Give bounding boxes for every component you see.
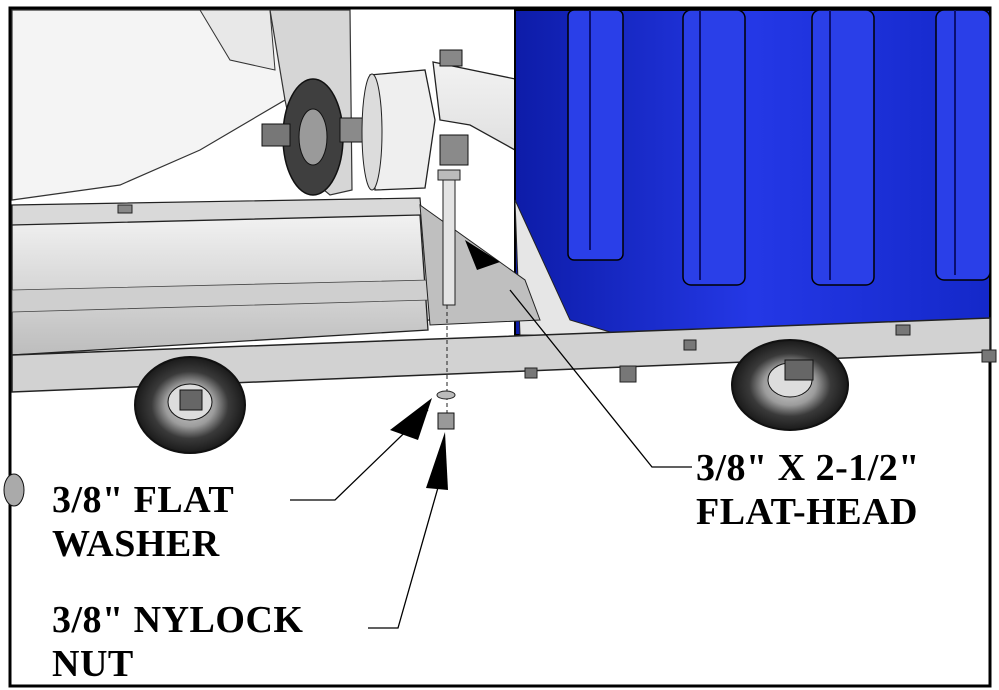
nut-arrow bbox=[426, 432, 448, 490]
bolt-callout-line1: 3/8" X 2-1/2" bbox=[696, 447, 920, 489]
washer-callout: 3/8" FLAT WASHER bbox=[52, 478, 234, 566]
washer-callout-line2: WASHER bbox=[52, 523, 220, 565]
washer-leader bbox=[290, 409, 429, 501]
nut-callout: 3/8" NYLOCK NUT bbox=[52, 598, 303, 686]
housing-panel bbox=[199, 9, 276, 71]
caster-left bbox=[134, 356, 246, 454]
frame-fasteners bbox=[524, 324, 997, 383]
nut-leader bbox=[368, 469, 444, 629]
bolt-leader bbox=[509, 289, 692, 468]
bolt-arrow bbox=[465, 240, 500, 270]
pulley-hub bbox=[261, 123, 291, 147]
caster-partial bbox=[3, 473, 25, 507]
nut-callout-line2: NUT bbox=[52, 643, 134, 685]
washer-arrow bbox=[390, 398, 432, 440]
bolt-callout: 3/8" X 2-1/2" FLAT-HEAD bbox=[696, 446, 920, 534]
nut-callout-line1: 3/8" NYLOCK bbox=[52, 599, 304, 641]
flat-head-bolt bbox=[442, 174, 456, 306]
top-bolt bbox=[439, 49, 463, 67]
washer-callout-line1: 3/8" FLAT bbox=[52, 479, 235, 521]
caster-right bbox=[731, 339, 849, 431]
bolt-callout-line2: FLAT-HEAD bbox=[696, 491, 918, 533]
nylock-nut bbox=[437, 412, 455, 430]
tank-ribs bbox=[567, 9, 991, 286]
bracket-block bbox=[439, 134, 469, 166]
flat-washer bbox=[436, 390, 456, 400]
